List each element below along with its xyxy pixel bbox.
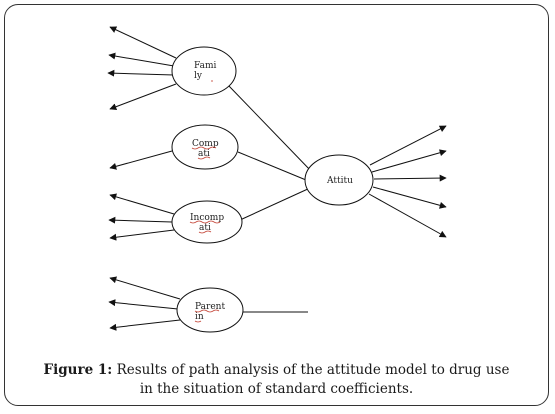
incompat-error-arrow-1 xyxy=(109,193,175,215)
family-error-arrow-4 xyxy=(109,83,177,111)
label-underline-incompat-1 xyxy=(189,220,221,224)
node-attitude: Attitu xyxy=(304,154,374,206)
node-incompat: Incomp ati xyxy=(171,200,243,244)
node-compat-label-2: ati xyxy=(198,149,210,159)
parent-error-arrows xyxy=(108,276,181,331)
compat-error-arrow xyxy=(109,150,173,170)
caption-label: Figure 1: xyxy=(43,362,113,378)
node-parent-label-2: in xyxy=(195,312,204,322)
node-attitude-label: Attitu xyxy=(326,176,353,186)
attitude-arrow-2 xyxy=(371,149,447,173)
attitude-outgoing-arrows xyxy=(368,125,447,238)
attitude-arrow-1 xyxy=(369,125,447,166)
label-underline-compat-2 xyxy=(197,156,211,160)
node-parent-label-1: Parent xyxy=(195,302,225,312)
node-incompat-label-1: Incomp xyxy=(190,213,224,223)
label-underline-parent-2 xyxy=(194,320,202,323)
parent-error-arrow-1 xyxy=(109,276,181,300)
label-underline-compat-1 xyxy=(191,146,217,150)
label-underline-parent-1 xyxy=(194,309,220,313)
parent-error-arrow-3 xyxy=(109,319,181,331)
caption-text-line2: in the situation of standard coefficient… xyxy=(139,381,414,397)
attitude-arrow-4 xyxy=(372,186,447,209)
family-error-arrows xyxy=(107,26,177,111)
attitude-arrow-3 xyxy=(373,174,447,182)
path-family-attitude xyxy=(227,84,313,173)
incompat-error-arrow-3 xyxy=(109,229,175,241)
path-compat-attitude xyxy=(237,151,307,181)
node-family-label-1: Fami xyxy=(194,61,217,71)
node-compat: Comp ati xyxy=(171,124,239,170)
incompat-error-arrow-2 xyxy=(108,216,173,224)
attitude-arrow-5 xyxy=(368,193,447,238)
figure-frame xyxy=(4,4,549,406)
label-underline-incompat-2 xyxy=(198,230,212,234)
incompat-error-arrows xyxy=(108,193,175,241)
family-error-arrow-2 xyxy=(108,52,175,67)
family-error-arrow-1 xyxy=(109,26,177,59)
paths-to-attitude xyxy=(227,84,313,221)
node-family-label-2: ly xyxy=(194,71,203,81)
path-incompat-attitude xyxy=(239,187,311,221)
figure-caption: Figure 1: Results of path analysis of th… xyxy=(8,361,545,399)
node-family: Fami ly xyxy=(171,46,237,96)
parent-error-arrow-2 xyxy=(108,299,179,310)
node-incompat-label-2: ati xyxy=(199,223,211,233)
caption-text-line1: Results of path analysis of the attitude… xyxy=(116,362,510,378)
node-compat-label-1: Comp xyxy=(192,139,219,149)
family-error-arrow-3 xyxy=(107,69,175,77)
node-parent: Parent in xyxy=(176,287,244,333)
